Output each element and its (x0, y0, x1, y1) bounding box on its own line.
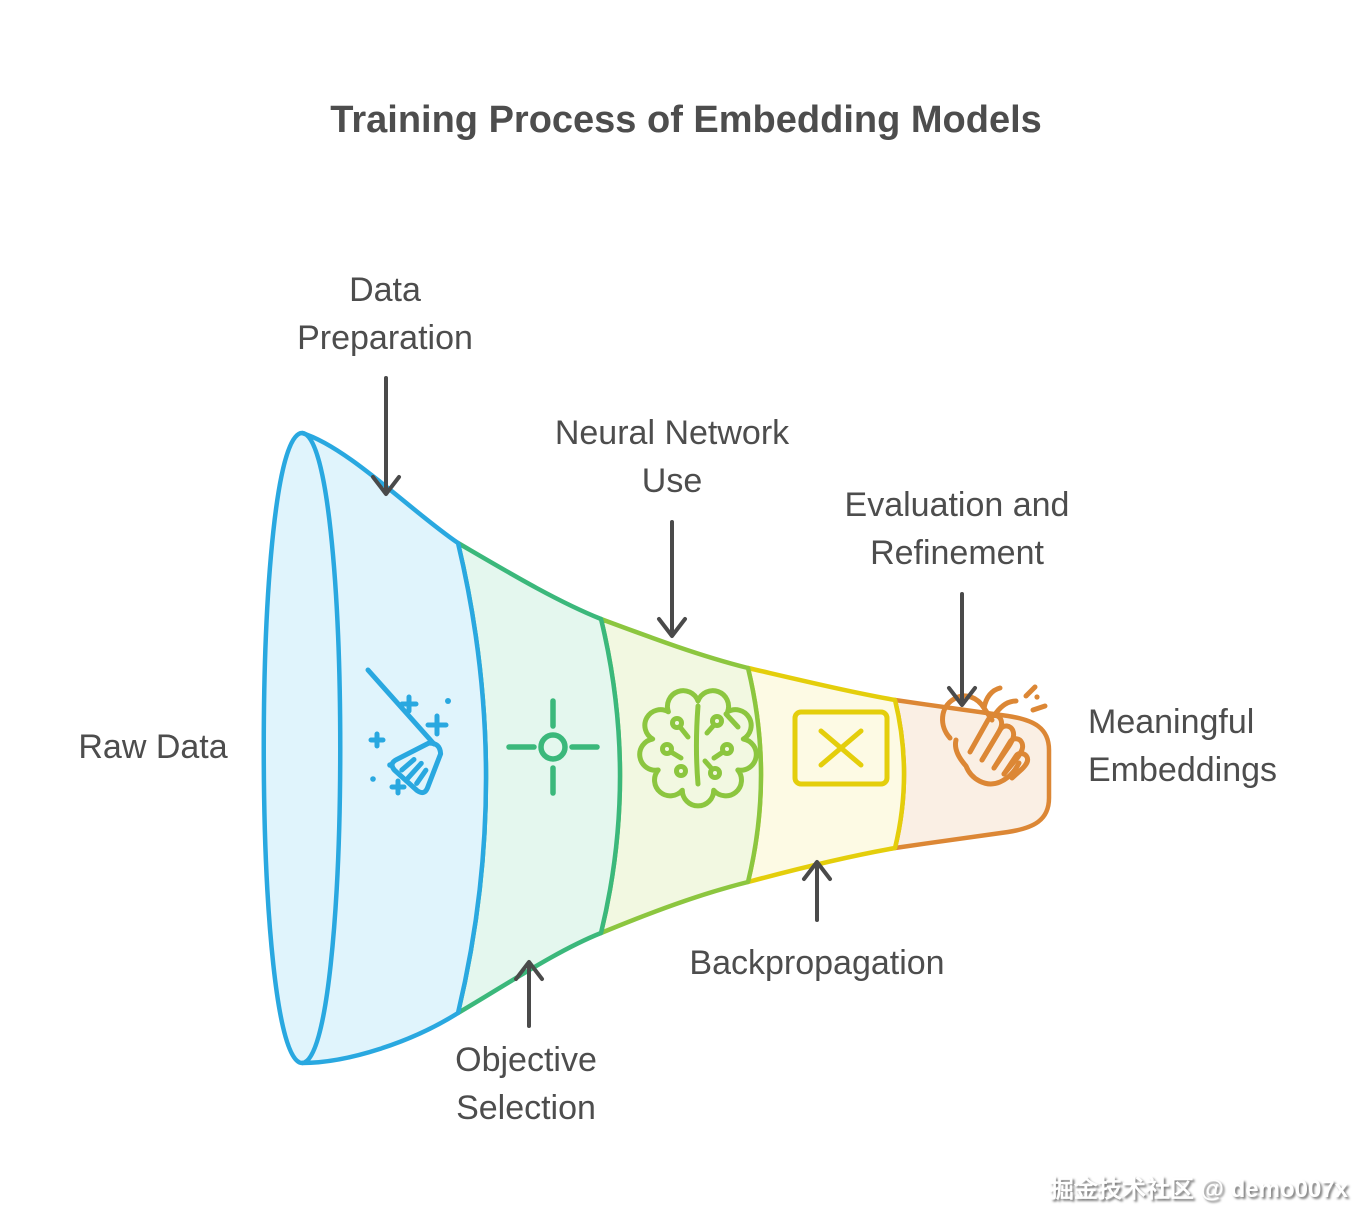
label-line: Meaningful (1088, 703, 1255, 741)
label-line: Evaluation and (844, 486, 1070, 524)
label-line: Neural Network (554, 414, 790, 452)
arrow-backpropagation (802, 860, 832, 922)
stage-label-backpropagation: Backpropagation (642, 939, 992, 987)
stage-label-objective-selection: Objective Selection (376, 1036, 676, 1132)
arrow-data-preparation (371, 376, 401, 496)
watermark: 掘金技术社区 @ demo007x (1049, 1176, 1348, 1203)
label-line: Selection (456, 1089, 596, 1127)
label-line: Data (349, 271, 421, 309)
label-line: Preparation (297, 319, 473, 357)
funnel-input-label: Raw Data (78, 728, 228, 766)
arrow-neural-network (657, 520, 687, 638)
broom-sparkles-icon (365, 667, 451, 796)
crosshair-target-icon (506, 698, 600, 796)
arrow-evaluation-refinement (947, 592, 977, 707)
funnel-output-label: Meaningful Embeddings (1088, 698, 1372, 794)
label-line: Backpropagation (689, 944, 945, 982)
label-line: Embeddings (1088, 751, 1278, 789)
arrow-objective-selection (514, 960, 544, 1028)
clapping-hands-icon (940, 684, 1048, 787)
label-line: Objective (455, 1041, 597, 1079)
funnel-mouth-rim (301, 430, 343, 1066)
label-line: Use (641, 462, 703, 500)
x-box-icon (792, 709, 890, 787)
stage-label-data-preparation: Data Preparation (235, 266, 535, 362)
label-line: Refinement (870, 534, 1044, 572)
page-title: Training Process of Embedding Models (330, 99, 1042, 141)
funnel-stage-backpropagation (745, 665, 907, 885)
brain-circuit-icon (637, 688, 759, 809)
funnel-stage-data-preparation (261, 430, 489, 1066)
stage-label-neural-network-use: Neural Network Use (522, 409, 822, 505)
stage-label-evaluation-refinement: Evaluation and Refinement (807, 481, 1107, 577)
